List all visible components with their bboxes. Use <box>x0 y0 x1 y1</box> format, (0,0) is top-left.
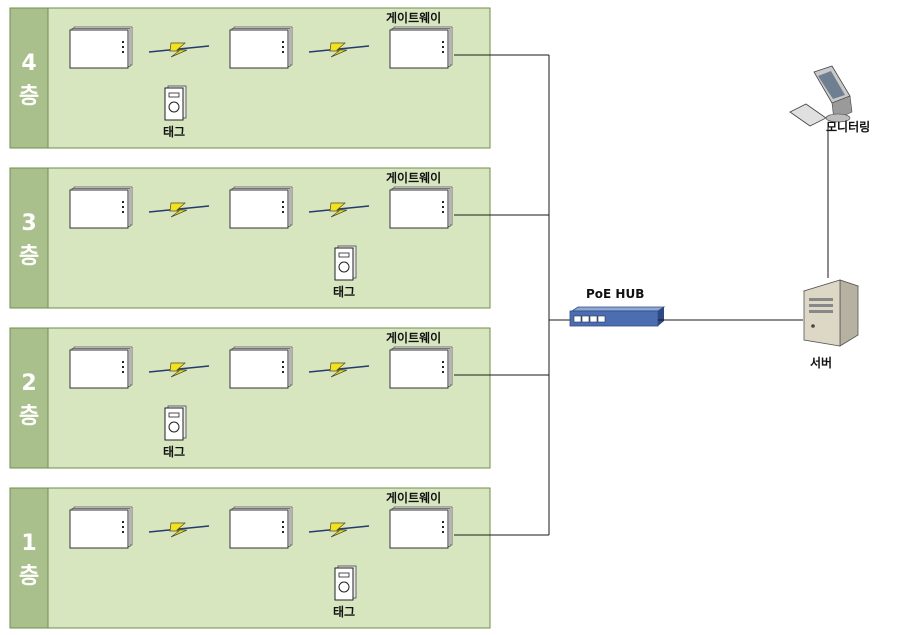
anchor-device <box>229 506 293 549</box>
wireless-anchor-icon <box>229 346 293 389</box>
wireless-anchor-icon <box>229 26 293 69</box>
wireless-anchor-icon <box>69 186 133 229</box>
floor-number: 1 <box>21 531 36 556</box>
floor-label-band <box>9 167 49 309</box>
floor-unit: 층 <box>19 564 39 589</box>
wireless-link-bolt-icon <box>148 202 210 218</box>
floor-label-band <box>9 327 49 469</box>
tag-device-icon <box>164 85 187 121</box>
wireless-link-bolt-icon <box>148 42 210 58</box>
anchor-device <box>229 346 293 389</box>
gateway-device: 게이트웨이 <box>386 170 453 229</box>
computer-monitor-icon <box>789 65 853 127</box>
gateway-device: 게이트웨이 <box>386 10 453 69</box>
tag: 태그 <box>163 85 187 139</box>
wireless-anchor-icon <box>229 506 293 549</box>
wireless-link-bolt-icon <box>308 42 370 58</box>
floor-unit: 층 <box>19 404 39 429</box>
server-tower-icon <box>802 279 860 347</box>
floor-label-band <box>9 487 49 629</box>
floor-number: 3 <box>21 211 36 236</box>
anchor-device <box>69 506 133 549</box>
wireless-link-bolt-icon <box>308 522 370 538</box>
floor-label-band <box>9 7 49 149</box>
gateway-device-icon <box>389 26 453 69</box>
gateway-device-icon <box>389 346 453 389</box>
wireless-anchor-icon <box>229 186 293 229</box>
wires-layer <box>454 54 570 536</box>
gateway-device-icon <box>389 186 453 229</box>
floor-unit: 층 <box>19 244 39 269</box>
monitor-label: 모니터링 <box>826 119 870 134</box>
poe-hub-label: PoE HUB <box>586 287 644 301</box>
wireless-anchor-icon <box>69 26 133 69</box>
anchor-device <box>229 26 293 69</box>
floor-number: 4 <box>21 51 36 76</box>
gateway-label: 게이트웨이 <box>386 10 441 25</box>
gateway-device-icon <box>389 506 453 549</box>
monitor: 모니터링 <box>789 65 870 134</box>
tag: 태그 <box>333 565 357 619</box>
tag: 태그 <box>333 245 357 299</box>
tag-label: 태그 <box>163 124 185 139</box>
gateway-device: 게이트웨이 <box>386 490 453 549</box>
wireless-link-bolt-icon <box>308 202 370 218</box>
wireless-link-bolt-icon <box>308 362 370 378</box>
floor-unit: 층 <box>19 84 39 109</box>
poe-hub: PoE HUB <box>569 287 666 327</box>
gateway-label: 게이트웨이 <box>386 490 441 505</box>
gateway-label: 게이트웨이 <box>386 330 441 345</box>
tag-label: 태그 <box>163 444 185 459</box>
gateway-device: 게이트웨이 <box>386 330 453 389</box>
wireless-link-bolt-icon <box>148 362 210 378</box>
tag-device-icon <box>334 245 357 281</box>
anchor-device <box>69 186 133 229</box>
tag-label: 태그 <box>333 604 355 619</box>
anchor-device <box>69 26 133 69</box>
tag-label: 태그 <box>333 284 355 299</box>
tag: 태그 <box>163 405 187 459</box>
wireless-anchor-icon <box>69 346 133 389</box>
server: 서버 <box>802 279 860 370</box>
anchor-device <box>229 186 293 229</box>
server-label: 서버 <box>810 355 832 370</box>
wireless-link-bolt-icon <box>148 522 210 538</box>
network-switch-icon <box>569 306 666 327</box>
floor-number: 2 <box>21 371 36 396</box>
tag-device-icon <box>164 405 187 441</box>
tag-device-icon <box>334 565 357 601</box>
wireless-anchor-icon <box>69 506 133 549</box>
gateway-label: 게이트웨이 <box>386 170 441 185</box>
anchor-device <box>69 346 133 389</box>
